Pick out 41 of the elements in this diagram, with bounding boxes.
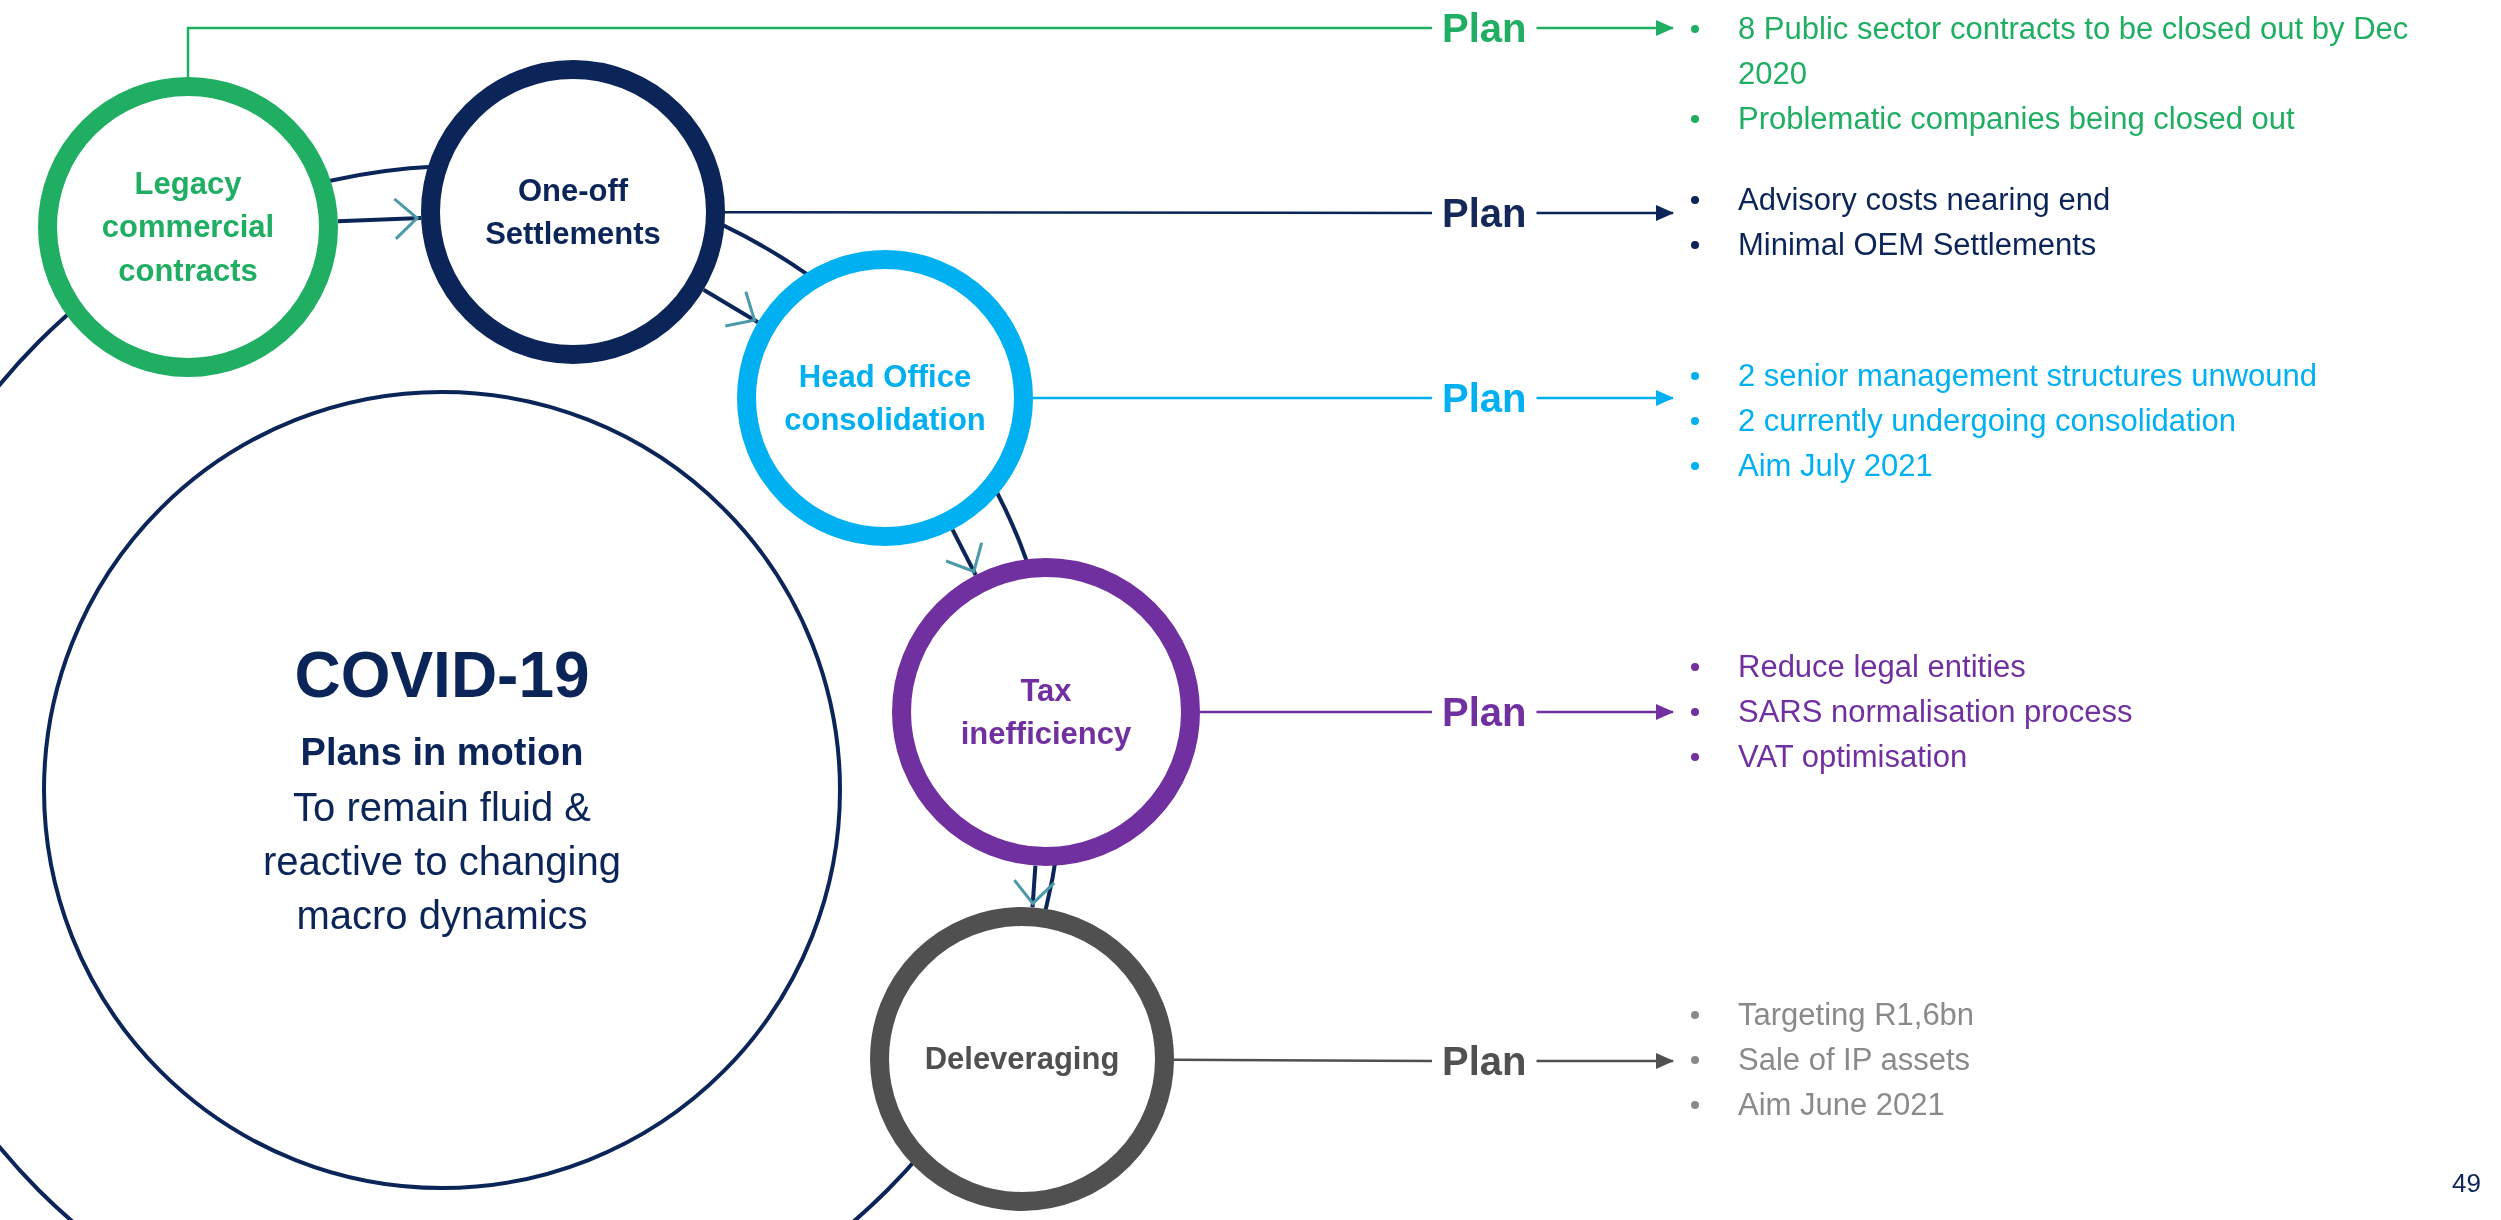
connector-line	[1033, 396, 1432, 400]
arrow	[1536, 20, 1674, 36]
bullet-text: VAT optimisation	[1683, 734, 2443, 779]
plan-label: Plan	[1442, 8, 1527, 48]
bullet-text: Reduce legal entities	[1683, 644, 2443, 689]
arrow	[702, 288, 759, 328]
circle-title: COVID-19	[293, 638, 591, 713]
arrow	[1012, 865, 1056, 908]
connector-line	[1200, 710, 1432, 714]
connector-line	[186, 26, 1432, 77]
bullet-text: 2 senior management structures unwound	[1683, 353, 2443, 398]
plan-label: Plan	[1442, 1041, 1527, 1081]
arrow	[337, 197, 422, 241]
bullet-text: Minimal OEM Settlements	[1683, 222, 2443, 267]
plan-label: Plan	[1442, 193, 1527, 233]
bullet-text: Sale of IP assets	[1683, 1037, 2443, 1082]
arrow	[1536, 1053, 1674, 1069]
stage-label: One-off Settlements	[484, 171, 662, 253]
circle-body: To remain fluid & reactive to changing macro dynamics	[262, 783, 622, 939]
bullet-text: Problematic companies being closed out	[1683, 96, 2443, 141]
stage-label: Head Office consolidation	[783, 357, 987, 439]
connector-line	[725, 210, 1432, 215]
bullet-text: Aim June 2021	[1683, 1082, 2443, 1127]
bullet-text: Aim July 2021	[1683, 443, 2443, 488]
bullet-text: 2 currently undergoing consolidation	[1683, 398, 2443, 443]
page-number: 49	[2452, 1168, 2481, 1199]
plan-label: Plan	[1442, 378, 1527, 418]
bullet-text: Targeting R1,6bn	[1683, 992, 2443, 1037]
stage-label: Legacy commercial contracts	[100, 164, 276, 290]
connector-line	[1174, 1058, 1432, 1063]
arrow	[1536, 390, 1674, 406]
stage-label: Tax inefficiency	[959, 671, 1133, 753]
bullet-text: Advisory costs nearing end	[1683, 177, 2443, 222]
arrow	[1536, 205, 1674, 221]
arrow	[1536, 704, 1674, 720]
plan-label: Plan	[1442, 692, 1527, 732]
stage-label: Deleveraging	[923, 1040, 1121, 1079]
arrow	[944, 528, 984, 576]
bullet-text: SARS normalisation process	[1683, 689, 2443, 734]
bullet-text: 8 Public sector contracts to be closed out by Dec 2020	[1683, 6, 2443, 96]
circle-subtitle: Plans in motion	[299, 730, 585, 776]
